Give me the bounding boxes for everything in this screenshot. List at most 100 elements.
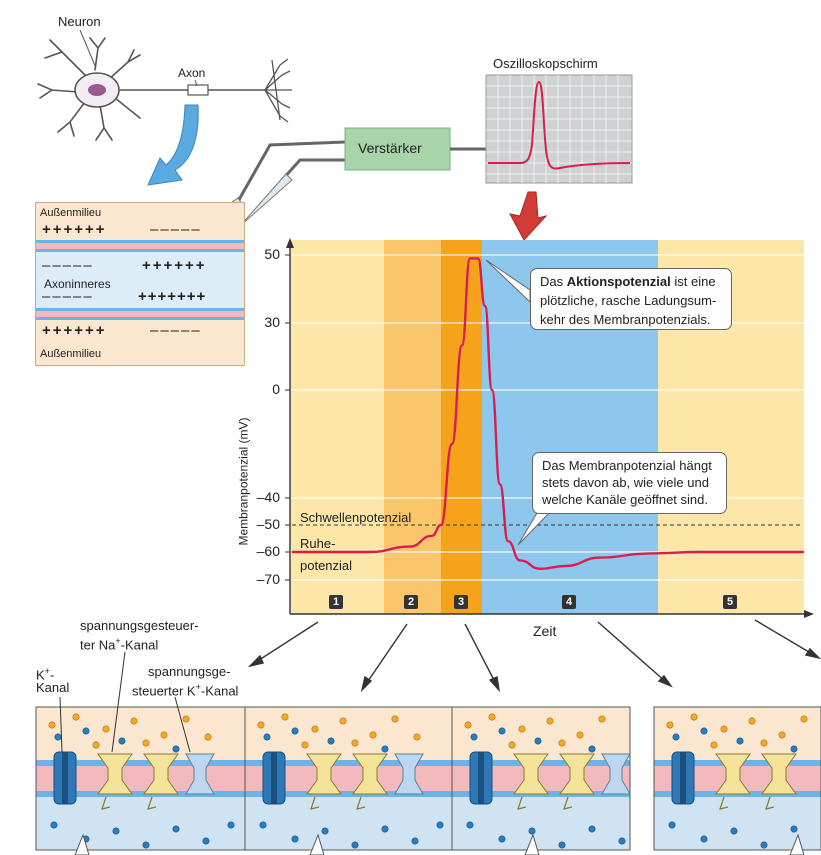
x-axis-label: Zeit bbox=[533, 623, 557, 639]
na-ion bbox=[72, 713, 80, 721]
electrode-wires bbox=[230, 140, 346, 213]
na-ion bbox=[281, 713, 289, 721]
k-ion bbox=[112, 827, 120, 835]
callout-2-line-1: Das Membranpotenzial hängt bbox=[542, 458, 712, 473]
neuron-drawing bbox=[37, 37, 141, 141]
row2-plus: ++++++ bbox=[142, 257, 207, 274]
na-channel bbox=[761, 753, 797, 795]
axon-terminal bbox=[264, 58, 292, 123]
na-ion bbox=[92, 741, 100, 749]
na-ion bbox=[351, 739, 359, 747]
electrode-2 bbox=[239, 173, 293, 227]
na-ion bbox=[257, 721, 265, 729]
k-ion bbox=[351, 841, 359, 849]
k-ion bbox=[50, 821, 58, 829]
callout-2-line-3: welche Kanäle geöffnet sind. bbox=[542, 492, 708, 507]
k-ion bbox=[327, 737, 335, 745]
k-ion bbox=[118, 737, 126, 745]
k-voltage-channel bbox=[394, 753, 424, 795]
na-ion bbox=[413, 733, 421, 741]
k-ion bbox=[736, 737, 744, 745]
na-ion bbox=[576, 731, 584, 739]
na-ion bbox=[760, 739, 768, 747]
k-ion bbox=[466, 821, 474, 829]
callout-1-line-2: plötzliche, rasche Ladungsum- bbox=[540, 293, 717, 308]
kv-channel-label-1: spannungsge- bbox=[148, 664, 231, 679]
axon-label: Axon bbox=[178, 66, 206, 80]
na-plus: + bbox=[115, 636, 121, 646]
phase-badge-2: 2 bbox=[404, 595, 418, 609]
na-ion bbox=[598, 715, 606, 723]
na-ion bbox=[182, 715, 190, 723]
na-ion bbox=[546, 717, 554, 725]
row4-plus: ++++++ bbox=[42, 322, 107, 339]
row1-minus: ––––– bbox=[150, 221, 202, 238]
y-tick-marks bbox=[285, 254, 290, 581]
k-ion bbox=[588, 825, 596, 833]
k-ion bbox=[54, 733, 62, 741]
k-ion bbox=[528, 827, 536, 835]
k-ion bbox=[790, 825, 798, 833]
k-ion bbox=[142, 841, 150, 849]
na-ion bbox=[488, 713, 496, 721]
neuron-label: Neuron bbox=[58, 14, 101, 29]
k-ion bbox=[588, 745, 596, 753]
channel-panel-2 bbox=[244, 706, 461, 851]
phase-arrows bbox=[247, 619, 821, 693]
action-potential-curve bbox=[292, 257, 804, 571]
k-plus: + bbox=[44, 666, 50, 676]
zoom-arrow-red bbox=[509, 191, 548, 240]
panel-callout-tail bbox=[524, 833, 540, 855]
threshold-label: Schwellenpotenzial bbox=[300, 510, 412, 525]
k-ion bbox=[470, 733, 478, 741]
k-channel-label-1: K+- bbox=[36, 666, 55, 683]
na-ion bbox=[311, 725, 319, 733]
na-ion bbox=[464, 721, 472, 729]
zoom-arrow-blue bbox=[147, 104, 199, 186]
callout-1: Das Aktionspotenzial ist eine plötzliche… bbox=[530, 268, 732, 330]
na-channel bbox=[715, 753, 751, 795]
na-ion bbox=[558, 739, 566, 747]
oscilloscope-grid bbox=[486, 75, 632, 183]
k-ion bbox=[534, 737, 542, 745]
channel-panel-4 bbox=[653, 706, 821, 851]
callout-1-pre: Das bbox=[540, 274, 567, 289]
phase-badge-1: 1 bbox=[329, 595, 343, 609]
kv-plus: + bbox=[195, 682, 201, 692]
k-ion bbox=[263, 733, 271, 741]
k-ion bbox=[700, 727, 708, 735]
na-ion bbox=[102, 725, 110, 733]
oscilloscope-trace bbox=[488, 80, 631, 170]
y-tick-label: –70 bbox=[256, 571, 280, 587]
k-ion bbox=[291, 835, 299, 843]
channel-panel-3 bbox=[451, 706, 631, 851]
na-ion bbox=[301, 741, 309, 749]
row4-minus: ––––– bbox=[150, 322, 202, 339]
k-voltage-channel bbox=[601, 753, 631, 795]
y-tick-label: 30 bbox=[264, 314, 280, 330]
membrane-inner-band bbox=[36, 252, 244, 308]
k-ion bbox=[411, 837, 419, 845]
panel-callout-tail bbox=[789, 833, 805, 855]
na-ion bbox=[720, 725, 728, 733]
na-channel-label-2: ter Na+-Kanal bbox=[80, 636, 159, 653]
k-ion bbox=[790, 745, 798, 753]
k-ion bbox=[498, 727, 506, 735]
na-ion bbox=[204, 733, 212, 741]
k-ion bbox=[700, 835, 708, 843]
k-ion bbox=[436, 821, 444, 829]
k-channel-pointer bbox=[59, 696, 63, 753]
neuron-label-pointer bbox=[79, 29, 97, 69]
callout-1-bold: Aktionspotenzial bbox=[566, 274, 671, 289]
rest-label-2: potenzial bbox=[300, 558, 353, 573]
na-channel bbox=[306, 753, 342, 795]
channel-panel-1 bbox=[35, 706, 254, 851]
na-channel bbox=[97, 753, 133, 795]
na-ion bbox=[690, 713, 698, 721]
y-tick-label: –60 bbox=[256, 543, 280, 559]
k-ion bbox=[668, 821, 676, 829]
na-channel-pointer bbox=[111, 651, 126, 753]
callout-2: Das Membranpotenzial hängt stets davon a… bbox=[532, 452, 727, 514]
k-ion bbox=[172, 825, 180, 833]
